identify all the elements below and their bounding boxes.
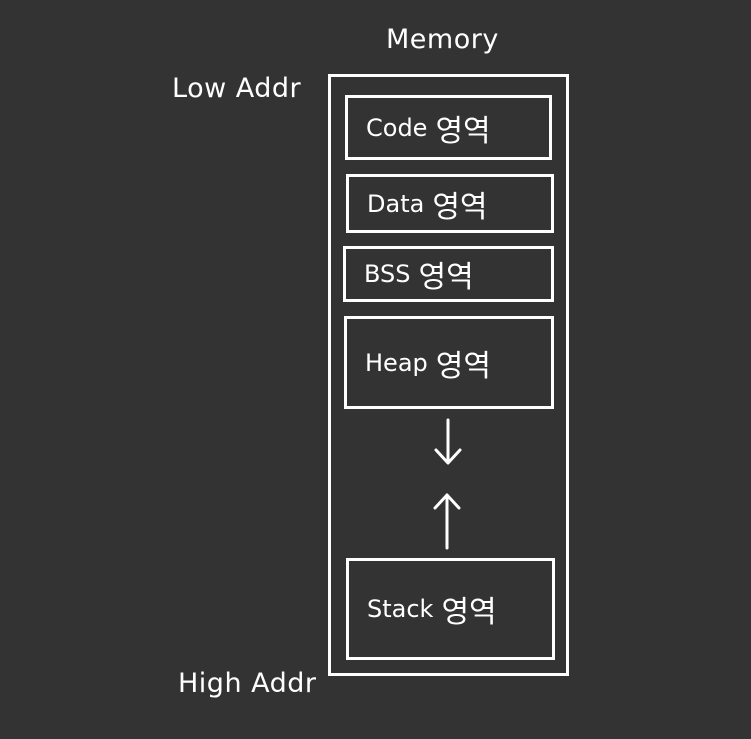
segment-name: Code (366, 113, 428, 142)
segment-name: BSS (364, 260, 411, 288)
memory-block (328, 74, 569, 676)
low-address-label: Low Addr (172, 73, 302, 104)
segment-suffix: 영역 (441, 595, 497, 630)
segment-bss: BSS 영역 (343, 246, 554, 302)
segment-code: Code 영역 (345, 95, 552, 160)
segment-suffix: 영역 (435, 113, 491, 149)
heap-growth-down-arrow-icon (434, 418, 462, 465)
segment-heap: Heap 영역 (344, 316, 554, 409)
segment-name: Heap (365, 348, 428, 377)
high-address-label: High Addr (178, 668, 317, 699)
segment-suffix: 영역 (432, 189, 488, 225)
segment-name: Stack (367, 595, 434, 623)
segment-name: Data (367, 189, 425, 218)
segment-suffix: 영역 (418, 260, 474, 295)
segment-stack: Stack 영역 (346, 558, 555, 660)
memory-title: Memory (386, 24, 499, 55)
stack-growth-up-arrow-icon (433, 493, 461, 550)
segment-suffix: 영역 (435, 348, 491, 384)
segment-data: Data 영역 (346, 174, 554, 233)
